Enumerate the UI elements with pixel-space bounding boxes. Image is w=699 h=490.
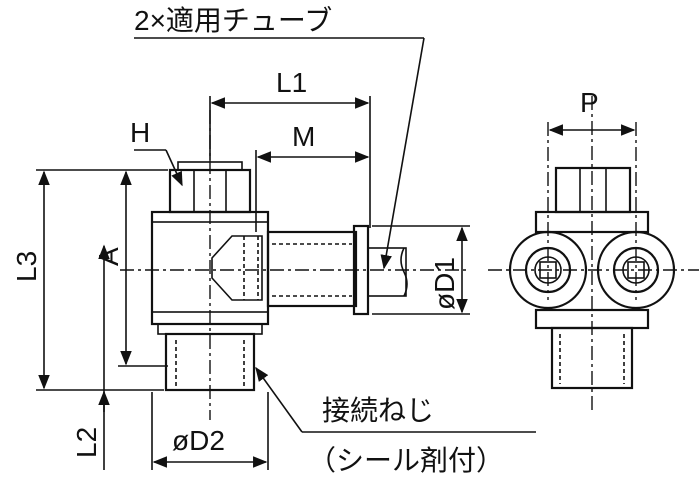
- tube-label: 2×適用チューブ: [134, 5, 332, 36]
- bore-cone: [211, 235, 263, 301]
- dim-H: H: [130, 117, 150, 148]
- seal-label: （シール剤付）: [308, 445, 504, 476]
- front-view: [488, 96, 699, 410]
- dim-M: M: [292, 121, 315, 152]
- dim-L3: L3: [11, 251, 42, 282]
- front-hex: [554, 166, 632, 214]
- dim-A: A: [93, 247, 124, 266]
- dim-D1: øD1: [429, 257, 460, 310]
- thread-label: 接続ねじ: [322, 395, 434, 426]
- dim-P: P: [580, 87, 599, 118]
- dim-D2: øD2: [172, 425, 225, 456]
- dimension-lines: [36, 37, 536, 470]
- side-view: [120, 110, 470, 420]
- labels: 2×適用チューブ L1 M H L3 A øD1 L2 øD2 接続ねじ （シー…: [11, 5, 599, 476]
- right-port: [596, 230, 676, 310]
- dim-L2: L2: [71, 427, 102, 458]
- dim-L1: L1: [276, 67, 307, 98]
